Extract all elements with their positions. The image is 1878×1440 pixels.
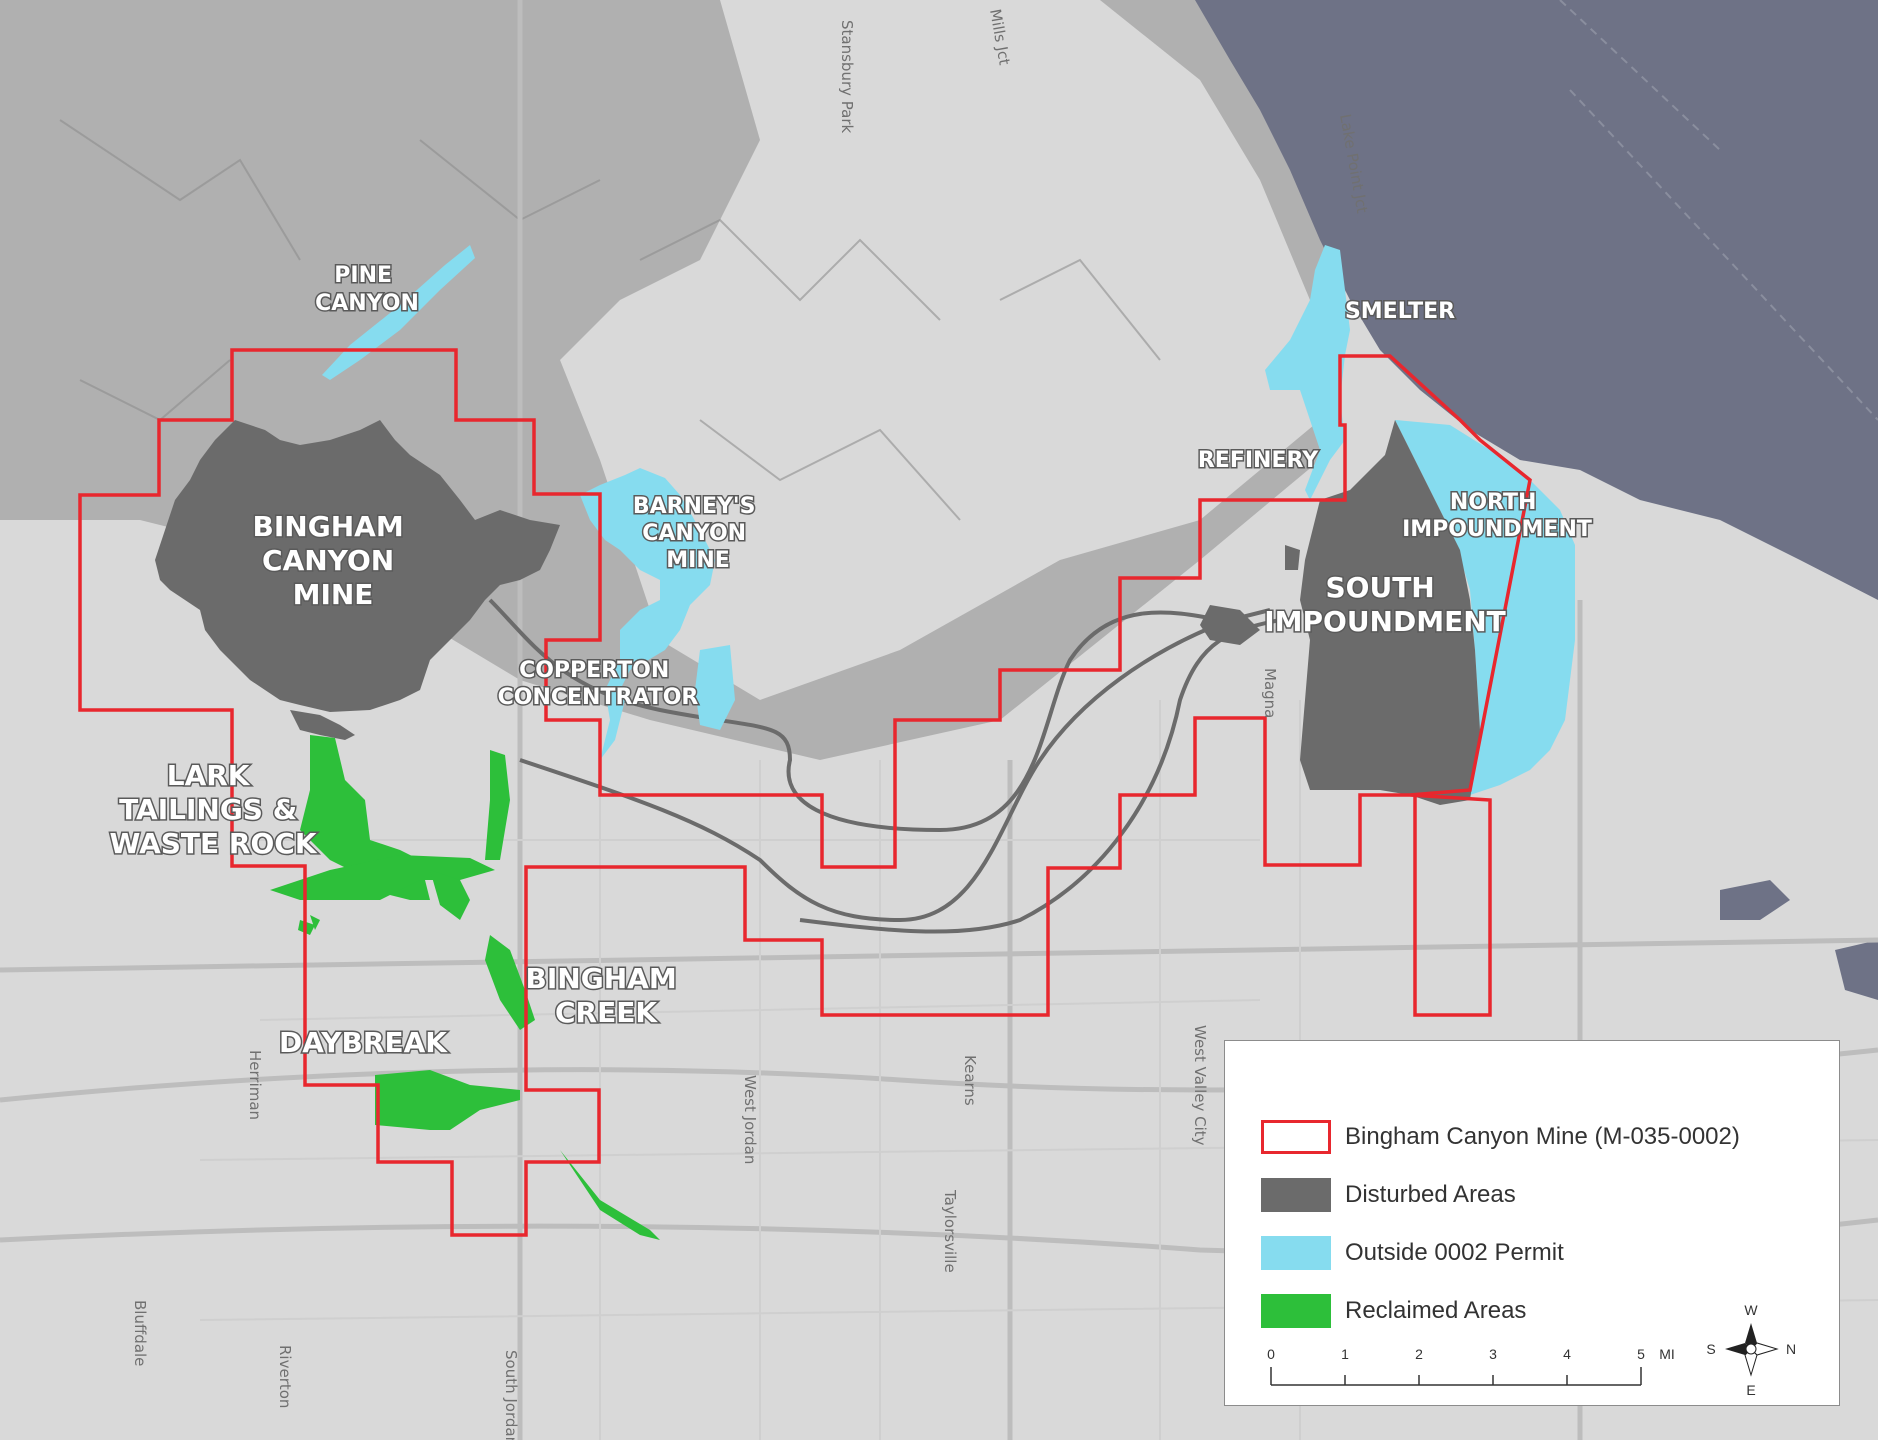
legend-label: Disturbed Areas	[1345, 1181, 1516, 1208]
legend-item-outside-permit: Outside 0002 Permit	[1261, 1233, 1564, 1273]
legend-item-permit-boundary: Bingham Canyon Mine (M-035-0002)	[1261, 1117, 1740, 1157]
permit-boundary	[78, 348, 1532, 1237]
scale-tick-3: 3	[1489, 1346, 1497, 1362]
compass-s: S	[1706, 1341, 1715, 1357]
legend-swatch-reclaimed	[1261, 1294, 1331, 1328]
compass-icon	[1725, 1323, 1779, 1377]
compass-rose: W E N S	[1706, 1302, 1796, 1398]
street-label-riverton: Riverton	[276, 1345, 294, 1408]
reclaimed-areas	[270, 735, 660, 1240]
label-refinery: REFINERY	[1198, 448, 1319, 473]
street-label-taylorsville: Taylorsville	[941, 1189, 959, 1273]
street-label-stansbury-park: Stansbury Park	[838, 20, 856, 133]
legend-label: Reclaimed Areas	[1345, 1297, 1527, 1324]
label-copperton-concentrator: COPPERTON CONCENTRATOR	[498, 658, 699, 710]
legend-swatch-disturbed	[1261, 1178, 1331, 1212]
great-salt-lake	[1195, 0, 1878, 600]
barneys-canyon-area	[580, 468, 715, 760]
street-label-herriman: Herriman	[246, 1050, 264, 1120]
pipelines	[488, 598, 1281, 934]
label-pine-canyon: PINE CANYON	[315, 263, 419, 316]
label-lark-tailings: LARK TAILINGS & WASTE ROCK	[109, 759, 317, 860]
lake-lines	[1559, 0, 1878, 421]
south-impoundment	[1300, 420, 1480, 805]
bingham-pit	[155, 420, 560, 712]
label-north-impoundment: NORTH IMPOUNDMENT	[1402, 490, 1592, 542]
label-bingham-canyon-mine: BINGHAM CANYON MINE	[253, 510, 414, 611]
label-daybreak: DAYBREAK	[279, 1026, 448, 1059]
scale-tick-1: 1	[1341, 1346, 1349, 1362]
legend-item-reclaimed: Reclaimed Areas	[1261, 1291, 1526, 1331]
scale-tick-5: 5	[1637, 1346, 1645, 1362]
map-legend: Bingham Canyon Mine (M-035-0002) Disturb…	[1224, 1040, 1840, 1406]
street-label-west-jordan: West Jordan	[741, 1075, 759, 1164]
label-barneys-canyon-mine: BARNEY'S CANYON MINE	[633, 494, 763, 573]
legend-swatch-outside-permit	[1261, 1236, 1331, 1270]
scale-tick-0: 0	[1267, 1346, 1275, 1362]
compass-n: N	[1786, 1341, 1796, 1357]
street-label-magna: Magna	[1261, 668, 1279, 718]
scale-line	[1270, 1367, 1642, 1386]
legend-item-disturbed: Disturbed Areas	[1261, 1175, 1516, 1215]
outside-permit-areas	[322, 245, 1575, 795]
street-label-bluffdale: Bluffdale	[131, 1300, 149, 1366]
street-label-kearns: Kearns	[961, 1055, 979, 1106]
smelter-refinery-area	[1265, 245, 1350, 500]
scale-bar: 0 1 2 3 4 5 MI	[1267, 1346, 1675, 1386]
disturbed-areas	[155, 420, 1480, 805]
street-label-west-valley-city: West Valley City	[1191, 1025, 1209, 1146]
legend-label: Outside 0002 Permit	[1345, 1239, 1564, 1266]
marsh-water	[1720, 880, 1878, 1000]
scale-tick-2: 2	[1415, 1346, 1423, 1362]
legend-swatch-permit-boundary	[1261, 1120, 1331, 1154]
scale-tick-4: 4	[1563, 1346, 1571, 1362]
compass-e: E	[1746, 1382, 1755, 1398]
street-label-south-jordan: South Jordan	[502, 1350, 520, 1440]
label-bingham-creek: BINGHAM CREEK	[526, 962, 687, 1029]
label-smelter: SMELTER	[1345, 299, 1455, 324]
scale-unit: MI	[1659, 1346, 1675, 1362]
label-south-impoundment: SOUTH IMPOUNDMENT	[1264, 571, 1506, 638]
legend-label: Bingham Canyon Mine (M-035-0002)	[1345, 1123, 1740, 1150]
compass-w: W	[1744, 1302, 1758, 1318]
pine-canyon-area	[322, 245, 475, 380]
north-impoundment	[1395, 420, 1575, 795]
